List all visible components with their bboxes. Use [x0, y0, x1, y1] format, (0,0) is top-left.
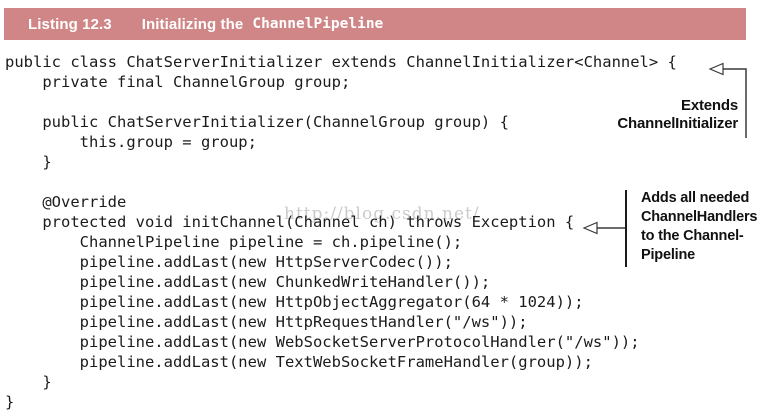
listing-title-code-term: ChannelPipeline	[252, 16, 384, 32]
listing-header-bar: Listing 12.3 Initializing the ChannelPip…	[4, 8, 746, 40]
listing-title: Initializing the	[141, 15, 244, 33]
csdn-watermark: http://blog.csdn.net/	[284, 204, 480, 224]
java-code-block: public class ChatServerInitializer exten…	[5, 53, 677, 411]
listing-number-label: Listing 12.3	[28, 15, 112, 33]
annotation-extends-channelinitializer: Extends ChannelInitializer	[617, 97, 738, 132]
annotation-adds-channelhandlers: Adds all needed ChannelHandlers to the C…	[641, 190, 758, 263]
